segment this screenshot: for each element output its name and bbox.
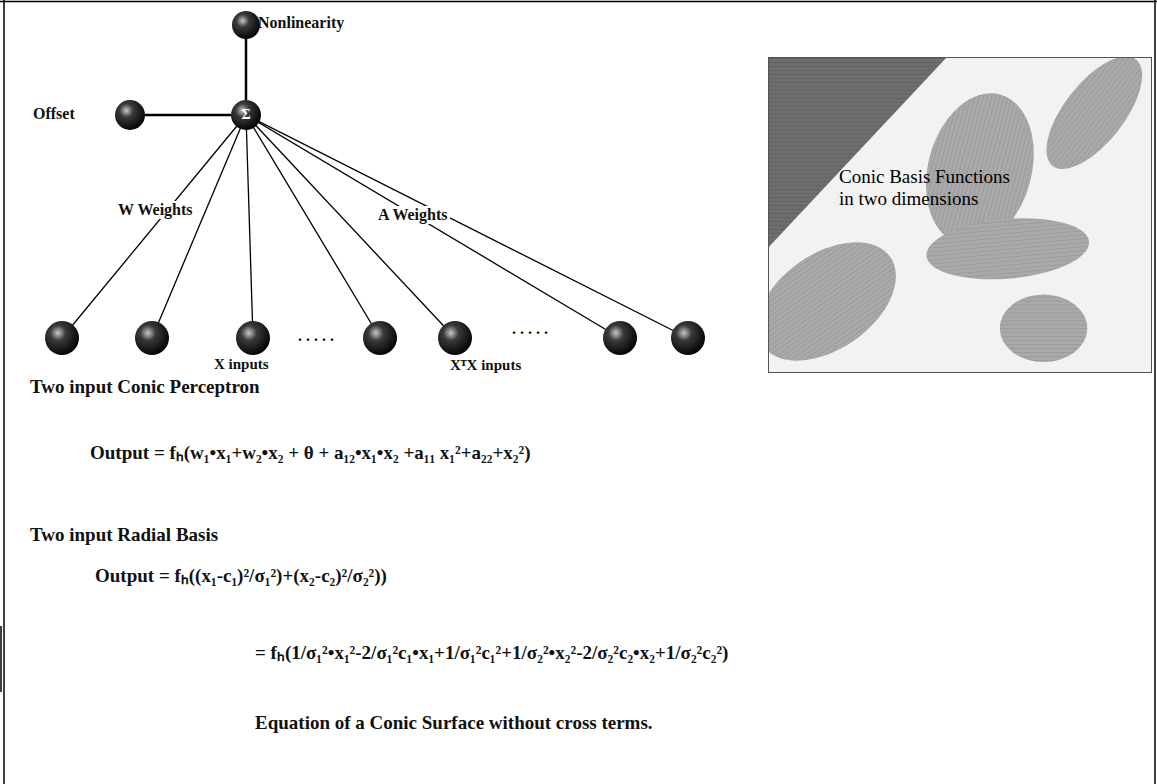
ellipsis: ..... [298,327,338,345]
conic-regions [769,58,1151,372]
connector [145,114,231,117]
node-symbol: Σ [231,100,261,130]
panel-caption: Conic Basis Functions in two dimensions [839,166,1021,210]
nonlinearity-node: Nonlinearity [232,11,260,39]
conic-basis-panel: Conic Basis Functions in two dimensions [768,57,1152,373]
node-label: Offset [33,105,75,123]
input-balls [45,321,705,355]
input-label: XᵀX inputs [450,357,521,374]
connector [245,39,248,100]
weight-wires [62,115,688,338]
equation: Output = fₕ(w₁•x₁+w₂•x₂ + θ + a₁₂•x₁•x₂ … [90,442,531,464]
offset-node: Offset [115,100,145,130]
weight-label: W Weights [116,201,195,219]
section-heading: Two input Conic Perceptron [30,376,260,398]
weight-label: A Weights [376,206,450,224]
ball-shape [115,100,145,130]
section-heading: Two input Radial Basis [30,524,218,546]
node-label: Nonlinearity [258,14,344,32]
ellipsis: ..... [512,320,552,338]
equation: = fₕ(1/σ₁²•x₁²-2/σ₁²c₁•x₁+1/σ₁²c₁²+1/σ₂²… [255,642,728,664]
summation-node: Σ [231,100,261,130]
note: Equation of a Conic Surface without cros… [255,712,653,734]
input-label: X inputs [214,356,269,373]
ball-shape [232,11,260,39]
equation: Output = fₕ((x₁-c₁)²/σ₁²)+(x₂-c₂)²/σ₂²)) [95,565,387,587]
